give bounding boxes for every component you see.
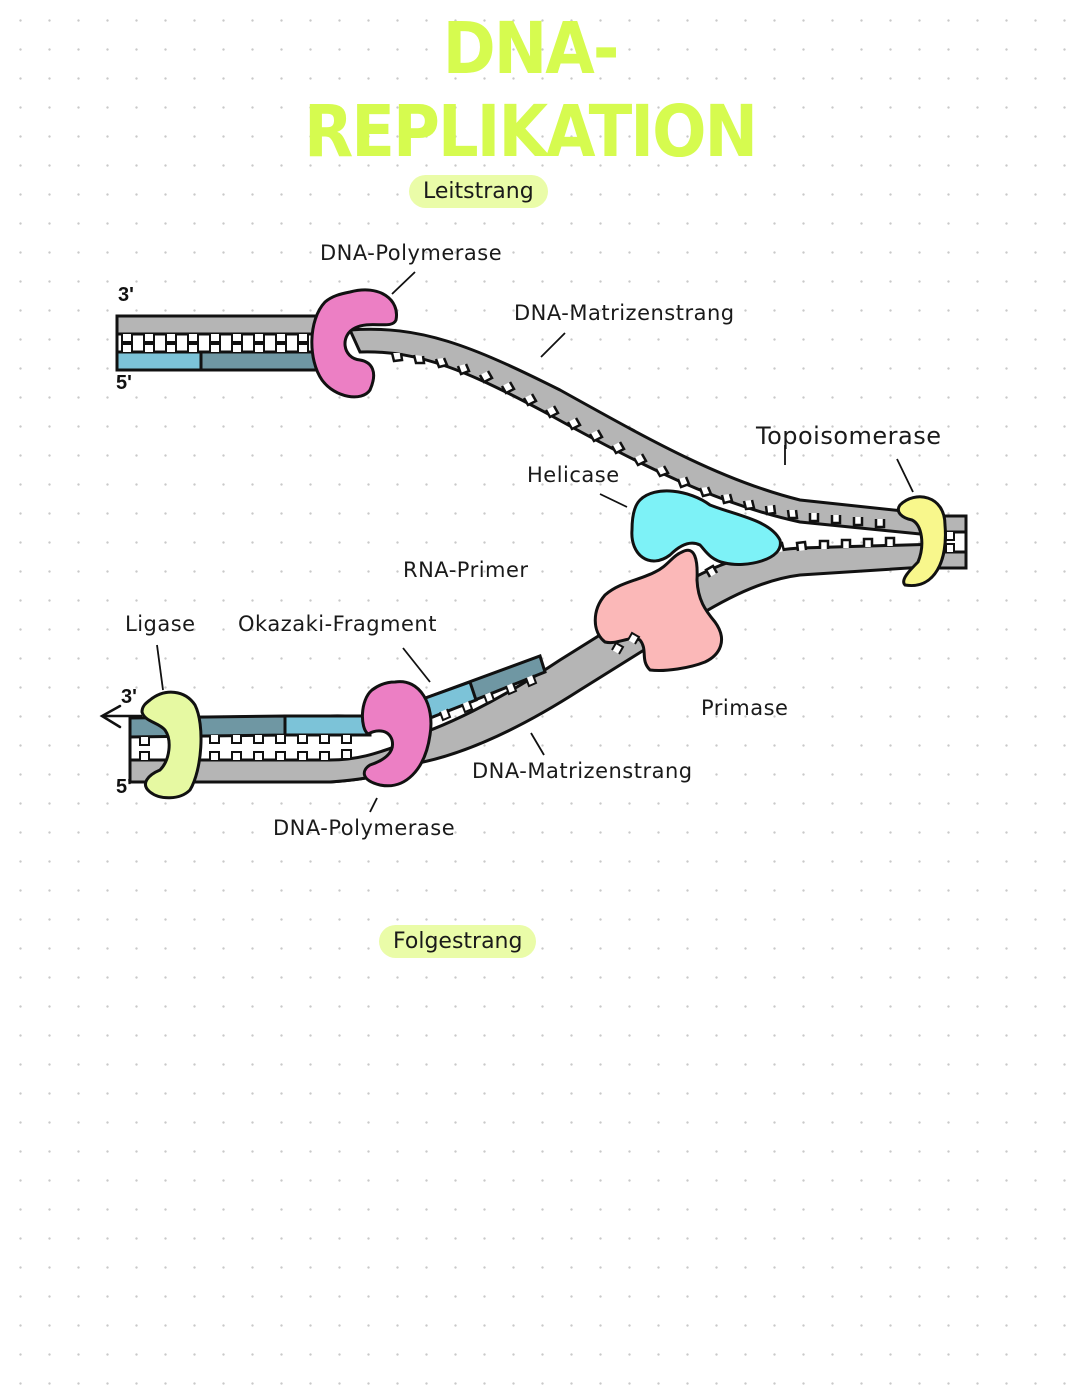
lagging-new-strand-light: [283, 714, 372, 737]
leader-okazaki: [402, 647, 431, 683]
ligase-label: Ligase: [125, 612, 196, 636]
leader-lagging-polymerase: [369, 797, 378, 813]
leader-leading-polymerase: [391, 271, 416, 295]
lagging-strand-pill: Folgestrang: [379, 925, 537, 958]
leading-polymerase-label: DNA-Polymerase: [320, 241, 503, 265]
leader-leading-template: [540, 332, 566, 358]
lagging-polymerase-label: DNA-Polymerase: [273, 816, 456, 840]
primase-label: Primase: [701, 696, 789, 720]
ligase-enzyme: [140, 690, 203, 800]
lagging-polymerase-enzyme: [361, 680, 433, 788]
leading-template-teeth: [390, 352, 886, 529]
leader-lagging-template: [530, 732, 545, 756]
leading-new-strand-light: [115, 350, 203, 372]
leading-new-strand-dark: [199, 350, 325, 372]
lagging-5prime-label: 5': [116, 776, 132, 798]
topoisomerase-label: Topoisomerase: [756, 422, 942, 450]
lagging-template-label: DNA-Matrizenstrang: [472, 759, 693, 783]
helicase-label: Helicase: [527, 463, 620, 487]
leader-helicase: [599, 493, 628, 508]
leader-topoisomerase-b: [896, 458, 914, 493]
leading-3prime-label: 3': [118, 284, 134, 306]
okazaki-fragment-label: Okazaki-Fragment: [238, 612, 437, 636]
topoisomerase-enzyme: [896, 495, 947, 587]
leader-lines: [156, 271, 914, 813]
helicase-enzyme: [630, 489, 782, 566]
leading-double-strand: [115, 314, 325, 372]
lagging-3prime-label: 3': [121, 686, 137, 708]
leading-template-segment: [115, 314, 325, 336]
leading-template-label: DNA-Matrizenstrang: [514, 301, 735, 325]
rna-primer-label: RNA-Primer: [403, 558, 529, 582]
primase-enzyme: [593, 548, 723, 672]
leading-strand-pill: Leitstrang: [409, 175, 548, 208]
page-title: DNA-REPLIKATION: [303, 8, 758, 174]
leader-ligase: [156, 644, 164, 691]
leading-polymerase-enzyme: [310, 288, 398, 399]
primase-strand-teeth: [611, 631, 641, 655]
leading-5prime-label: 5': [116, 372, 132, 394]
